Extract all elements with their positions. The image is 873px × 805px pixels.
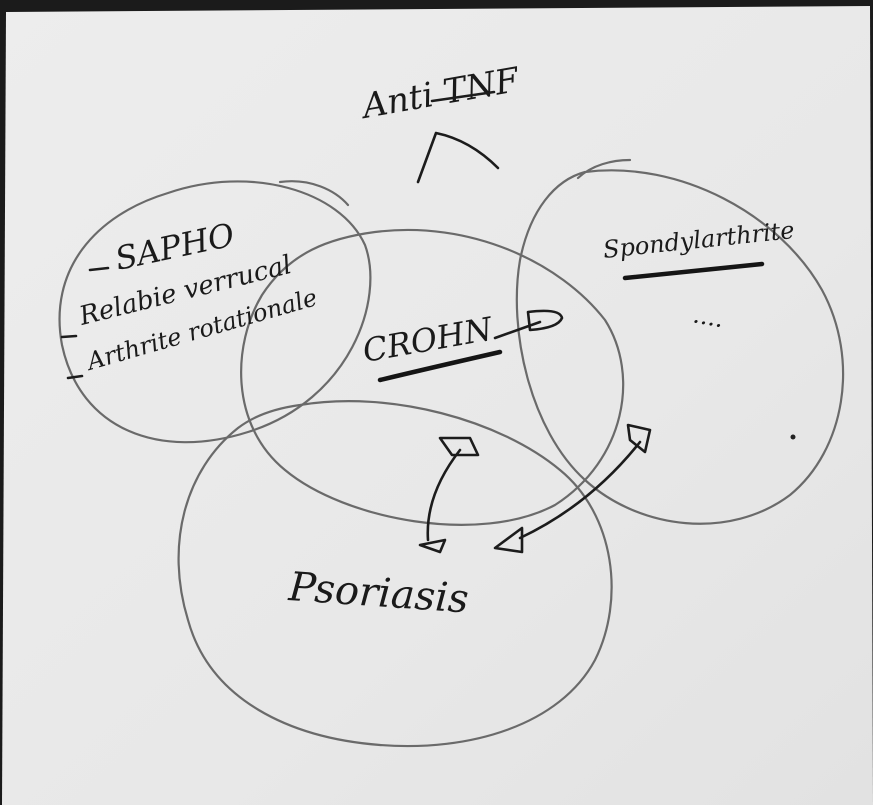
crohn-right-arrow <box>493 309 564 340</box>
spondy-psoriasis-arrow <box>493 423 652 554</box>
bullet-dash-3 <box>66 374 84 380</box>
crohn-underline <box>377 349 503 383</box>
circle-bottom <box>177 400 613 748</box>
spondylarthrite-underline <box>622 261 765 281</box>
circle-left <box>58 180 372 444</box>
pen-dot <box>790 434 796 440</box>
bullet-dash-1 <box>88 266 110 272</box>
spondylarthrite-ellipsis: .... <box>691 300 726 333</box>
caret-arrow <box>416 131 500 184</box>
bullet-dash-2 <box>60 334 78 339</box>
paper-background <box>2 6 873 805</box>
crohn-psoriasis-arrow <box>418 436 480 554</box>
anti-tnf-underline <box>430 90 496 103</box>
circle-right <box>515 158 845 525</box>
circle-center <box>240 228 625 526</box>
